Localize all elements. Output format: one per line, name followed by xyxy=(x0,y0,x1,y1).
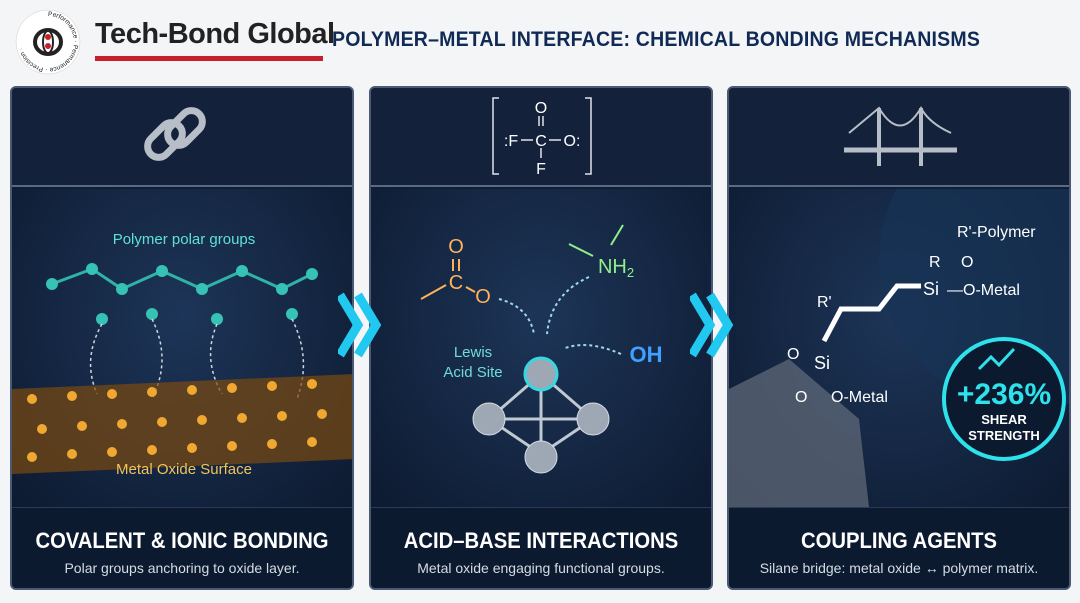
svg-text:+236%: +236% xyxy=(957,378,1051,411)
panel-acid-base: O :F C O: F O C O NH2 OH Lewis Acid Site xyxy=(369,86,713,590)
svg-text::F: :F xyxy=(504,133,518,150)
svg-text:Si: Si xyxy=(814,353,830,373)
metal-oxide-label: Metal Oxide Surface xyxy=(116,461,252,478)
polymer-groups-label: Polymer polar groups xyxy=(113,231,256,248)
svg-text:R': R' xyxy=(817,294,832,311)
chevron-right-icon xyxy=(338,292,382,358)
svg-text:—O-Metal: —O-Metal xyxy=(947,282,1020,299)
panel-covalent-ionic: Polymer polar groups Metal Oxide Surface… xyxy=(10,86,354,590)
brand-underline xyxy=(95,56,323,61)
svg-text:NH2: NH2 xyxy=(598,256,634,280)
svg-text:Si: Si xyxy=(923,279,939,299)
svg-text:O: O xyxy=(475,286,491,308)
svg-text:Lewis: Lewis xyxy=(454,344,492,361)
lewis-structure-icon: O :F C O: F xyxy=(492,97,592,178)
page-title: POLYMER–METAL INTERFACE: CHEMICAL BONDIN… xyxy=(332,28,981,51)
company-logo: Performance · Permanence · Precision · xyxy=(15,9,81,75)
svg-text:O: O xyxy=(961,254,973,271)
brand-name: Tech-Bond Global xyxy=(95,18,335,50)
svg-text:C: C xyxy=(449,272,463,294)
svg-text:O: O xyxy=(787,346,799,363)
trend-up-icon xyxy=(977,347,1016,371)
svg-text:SHEAR: SHEAR xyxy=(981,412,1027,427)
panel-heading: ACID–BASE INTERACTIONS xyxy=(403,528,679,553)
svg-text:R: R xyxy=(929,254,941,271)
panel-heading: COVALENT & IONIC BONDING xyxy=(35,528,329,553)
svg-text:R'-Polymer: R'-Polymer xyxy=(957,224,1036,241)
panel-subtitle: Silane bridge: metal oxide ↔ polymer mat… xyxy=(759,560,1039,576)
svg-text:O: O xyxy=(535,100,547,117)
svg-text:STRENGTH: STRENGTH xyxy=(968,428,1040,443)
panel-subtitle: Metal oxide engaging functional groups. xyxy=(417,560,665,576)
shear-strength-badge xyxy=(942,337,1066,461)
silane-bridge-illustration: R'-Polymer R O Si —O-Metal R' O Si O O-M… xyxy=(729,109,1069,507)
svg-text:O: O xyxy=(795,389,807,406)
svg-text:O: O xyxy=(448,236,464,258)
polymer-oxide-illustration: Polymer polar groups Metal Oxide Surface xyxy=(12,231,352,478)
svg-text:F: F xyxy=(536,161,546,178)
bridge-icon xyxy=(844,105,957,166)
hydroxyl-label: OH xyxy=(630,342,663,367)
acid-base-illustration: O C O NH2 OH Lewis Acid Site xyxy=(420,224,663,474)
svg-text:C: C xyxy=(535,133,547,150)
chain-link-icon xyxy=(144,107,206,161)
svg-text:O:: O: xyxy=(564,133,581,150)
panel-heading: COUPLING AGENTS xyxy=(800,528,998,553)
chevron-right-icon xyxy=(690,292,734,358)
svg-text:O-Metal: O-Metal xyxy=(831,389,888,406)
panel-coupling-agents: R'-Polymer R O Si —O-Metal R' O Si O O-M… xyxy=(727,86,1071,590)
panel-subtitle: Polar groups anchoring to oxide layer. xyxy=(64,560,300,576)
svg-text:Acid Site: Acid Site xyxy=(443,364,502,381)
